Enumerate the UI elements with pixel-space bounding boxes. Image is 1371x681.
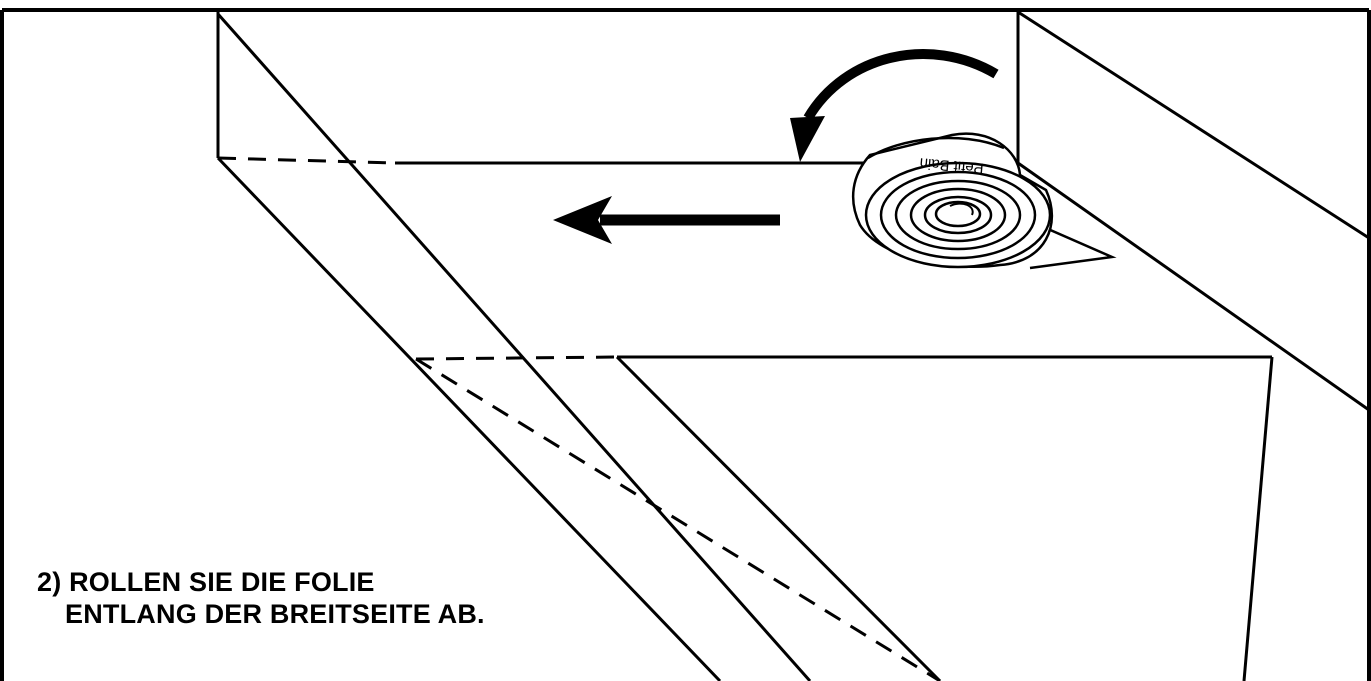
roll-ring-2 [879,170,1037,260]
rail-edge-upper [1017,10,1370,240]
roll-ring-1 [864,161,1052,269]
instruction-line-2: ENTLANG DER BREITSEITE AB. [65,599,485,629]
roll-brand-label: Petit Bain [919,154,984,177]
front-edge-upper [216,13,812,681]
frame [0,8,1371,681]
box-outline [216,10,1370,681]
instruction-line-1: 2) ROLLEN SIE DIE FOLIE [37,567,375,597]
front-face-right-edge [1242,356,1274,681]
curved-arrow-icon [790,49,999,162]
roll-core [934,200,982,228]
hidden-edge-diagonal [415,357,941,681]
instruction-caption: 2) ROLLEN SIE DIE FOLIE ENTLANG DER BREI… [37,566,485,630]
roll-ring-5 [923,195,993,235]
hidden-edge-front [415,355,618,361]
roll-ring-3 [894,179,1022,251]
front-face-left-edge [615,355,942,681]
film-roll-icon [852,132,1117,270]
hidden-edges [217,156,941,681]
front-edge-lower [216,156,722,681]
hidden-edge-back [217,156,396,165]
rail-edge-lower [1017,161,1370,412]
roll-ring-4 [909,187,1007,243]
straight-arrow-left-icon [553,196,780,244]
